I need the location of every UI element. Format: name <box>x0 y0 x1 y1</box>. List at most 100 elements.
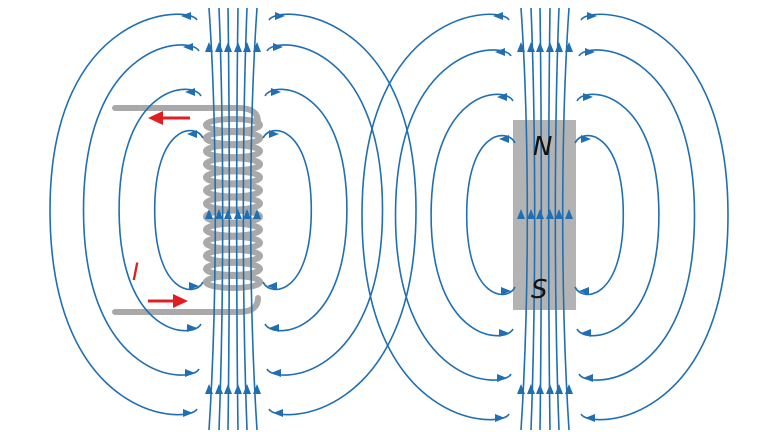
field-line-loop <box>394 49 512 381</box>
field-arrow-loop <box>583 93 593 101</box>
field-arrow-up <box>224 42 232 52</box>
field-arrow-up <box>215 42 223 52</box>
field-arrow-up <box>234 384 242 394</box>
field-line-loop <box>262 129 313 291</box>
north-pole-label: N <box>533 132 552 162</box>
field-arrow-up <box>517 42 525 52</box>
field-arrow-loop <box>583 374 593 382</box>
solenoid-coil <box>203 116 263 291</box>
solenoid-field-lines <box>49 7 417 431</box>
field-arrow-loop <box>271 369 281 377</box>
field-arrow-loop <box>579 287 589 295</box>
field-arrow-loop <box>183 409 193 417</box>
field-arrow-up <box>555 209 563 219</box>
field-arrow-loop <box>185 369 195 377</box>
field-line-loop <box>430 93 514 337</box>
field-arrow-up <box>517 209 525 219</box>
field-arrow-up <box>546 384 554 394</box>
field-line-loop <box>118 88 202 332</box>
field-line-axial <box>561 7 570 431</box>
field-arrow-loop <box>187 324 197 332</box>
field-line-axial <box>554 7 560 431</box>
field-arrow-loop <box>587 12 597 20</box>
field-line-axial <box>530 7 536 431</box>
field-line-loop <box>266 44 384 376</box>
field-arrow-up <box>215 384 223 394</box>
field-arrow-up <box>536 42 544 52</box>
field-arrow-up <box>527 384 535 394</box>
field-line-loop <box>153 129 204 291</box>
field-arrow-up <box>205 384 213 394</box>
field-arrow-loop <box>269 324 279 332</box>
field-arrow-up <box>253 42 261 52</box>
field-arrow-loop <box>273 43 283 51</box>
field-arrow-loop <box>585 48 595 56</box>
field-arrow-up <box>253 384 261 394</box>
field-arrow-loop <box>495 414 505 422</box>
current-arrow-top <box>148 111 190 125</box>
field-line-axial <box>242 7 248 431</box>
field-arrow-up <box>555 384 563 394</box>
field-line-loop <box>361 13 510 421</box>
field-arrow-loop <box>499 329 509 337</box>
bar-magnet-diagram: N S <box>361 7 729 431</box>
field-arrow-up <box>546 42 554 52</box>
field-arrow-up <box>527 42 535 52</box>
field-arrow-up <box>536 384 544 394</box>
bar-magnet <box>513 120 576 310</box>
field-arrow-loop <box>497 374 507 382</box>
field-line-axial <box>208 7 217 431</box>
field-arrow-up <box>224 384 232 394</box>
field-arrow-up <box>215 209 223 219</box>
field-line-loop <box>82 44 200 376</box>
field-arrow-loop <box>271 88 281 96</box>
current-arrow-bottom <box>148 294 188 308</box>
field-arrow-up <box>205 209 213 219</box>
field-arrow-loop <box>183 43 193 51</box>
field-arrow-loop <box>275 12 285 20</box>
field-arrow-loop <box>181 12 191 20</box>
field-line-loop <box>580 13 729 421</box>
field-arrow-up <box>546 209 554 219</box>
field-arrow-loop <box>585 414 595 422</box>
field-arrow-up <box>565 42 573 52</box>
field-line-loop <box>268 13 417 416</box>
field-arrow-loop <box>497 93 507 101</box>
field-line-axial <box>520 7 529 431</box>
field-arrow-loop <box>495 48 505 56</box>
field-arrow-loop <box>501 287 511 295</box>
field-arrow-loop <box>269 130 279 138</box>
field-arrow-loop <box>187 130 197 138</box>
field-arrow-loop <box>267 282 277 290</box>
field-arrow-up <box>253 209 261 219</box>
field-arrow-loop <box>493 12 503 20</box>
coil-turn <box>203 273 263 291</box>
field-arrow-up <box>234 42 242 52</box>
field-line-axial <box>218 7 224 431</box>
field-line-axial <box>249 7 258 431</box>
field-arrow-loop <box>499 135 509 143</box>
field-arrow-up <box>243 209 251 219</box>
current-label: I <box>132 258 139 286</box>
field-arrow-loop <box>189 282 199 290</box>
field-line-loop <box>576 93 660 337</box>
field-arrow-up <box>234 209 242 219</box>
field-line-loop <box>578 49 696 381</box>
field-arrow-up <box>565 384 573 394</box>
field-arrow-up <box>224 209 232 219</box>
field-arrow-loop <box>185 88 195 96</box>
field-arrow-up <box>243 384 251 394</box>
field-arrow-up <box>565 209 573 219</box>
field-arrow-loop <box>581 329 591 337</box>
bar-magnet-field-lines <box>361 7 729 431</box>
field-arrow-loop <box>273 409 283 417</box>
field-arrow-up <box>555 42 563 52</box>
field-arrow-up <box>205 42 213 52</box>
field-arrow-up <box>243 42 251 52</box>
field-arrow-up <box>527 209 535 219</box>
field-line-loop <box>574 134 625 296</box>
field-arrow-loop <box>581 135 591 143</box>
field-line-loop <box>264 88 348 332</box>
